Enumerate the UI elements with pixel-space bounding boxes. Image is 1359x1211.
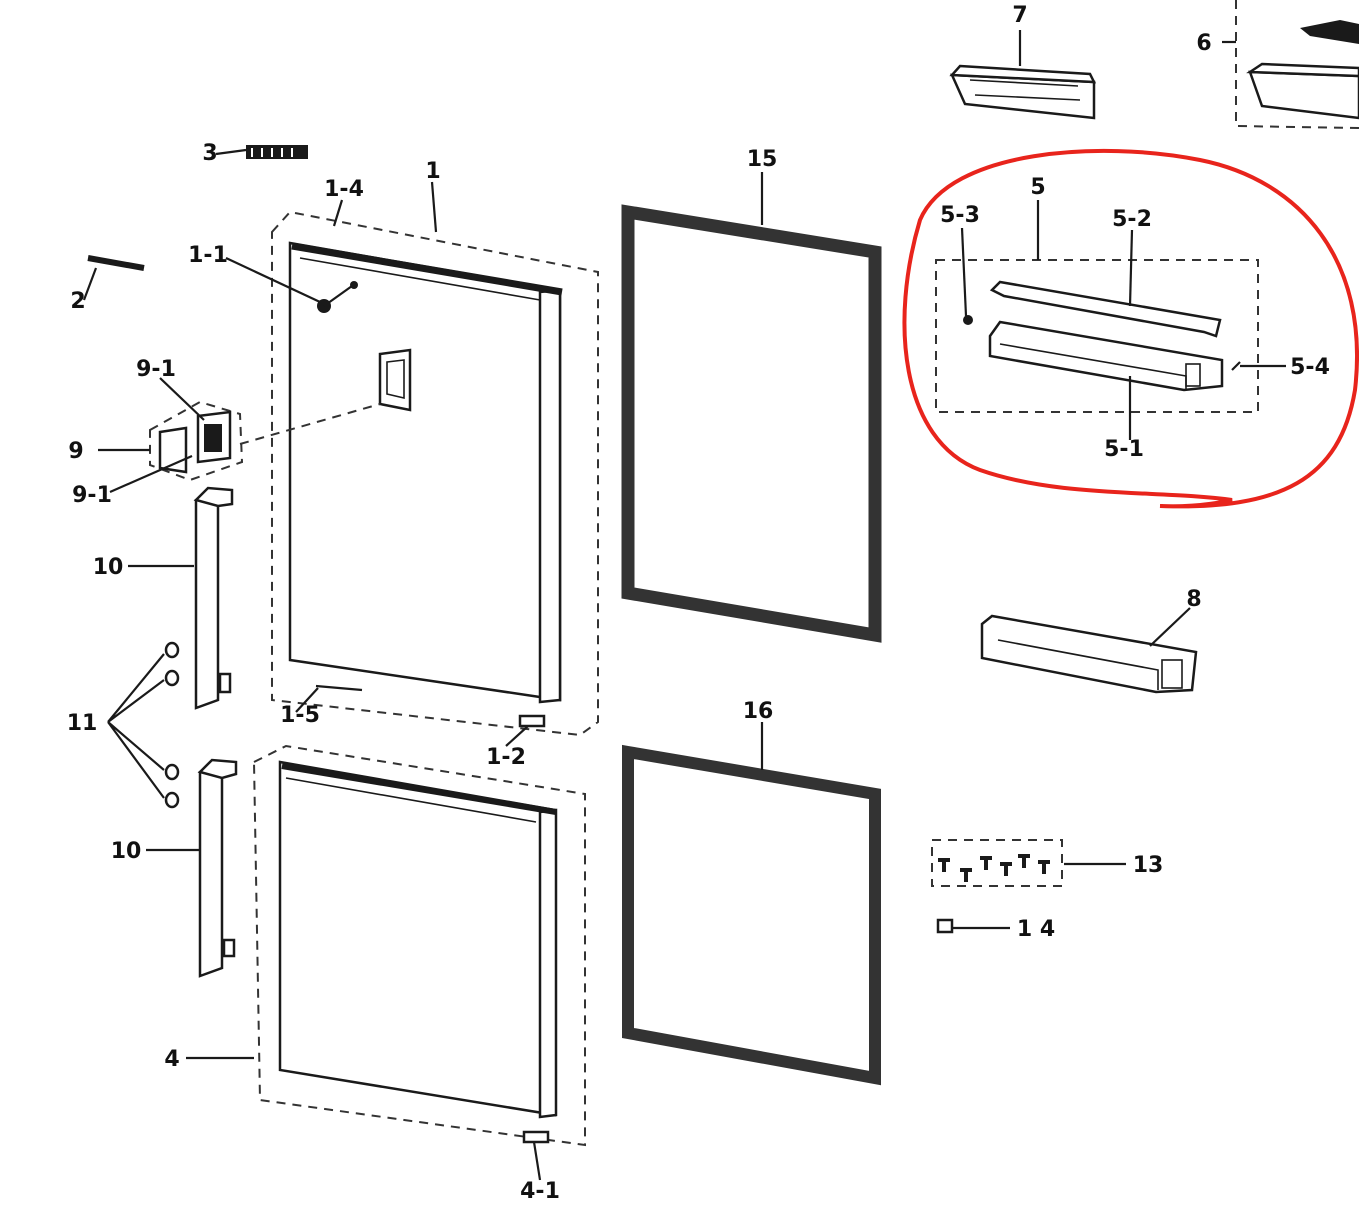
part-8-bin — [980, 614, 1198, 694]
label-5-4: 5-4 — [1290, 355, 1330, 380]
label-1-2: 1-2 — [486, 745, 526, 770]
label-5-3: 5-3 — [940, 203, 980, 228]
label-9-1-top: 9-1 — [136, 357, 176, 382]
part-9-dispenser-cover — [149, 400, 381, 482]
label-6: 6 — [1196, 31, 1211, 56]
label-10-lower: 10 — [111, 839, 142, 864]
label-4-1: 4-1 — [520, 1179, 560, 1204]
label-4: 4 — [164, 1047, 179, 1072]
label-11: 11 — [67, 711, 98, 736]
upper-handle — [193, 486, 234, 710]
label-9-1-bottom: 9-1 — [72, 483, 112, 508]
label-3: 3 — [202, 141, 217, 166]
part-14-clip — [936, 918, 954, 934]
part-13-screw-set — [931, 839, 1063, 887]
highlight-circle — [902, 148, 1359, 509]
part-3-bracket — [246, 145, 308, 159]
lower-door-gasket — [622, 744, 881, 1086]
label-1-4: 1-4 — [324, 177, 364, 202]
upper-door-assembly — [271, 210, 599, 737]
part-2-strip — [87, 255, 145, 271]
label-16: 16 — [743, 699, 774, 724]
label-15: 15 — [747, 147, 778, 172]
label-8: 8 — [1186, 587, 1201, 612]
callout-labels: 7 6 15 1 3 1-4 1-1 2 9-1 9 9-1 10 11 1-5… — [67, 3, 1330, 1204]
label-5-1: 5-1 — [1104, 437, 1144, 462]
label-2: 2 — [70, 289, 85, 314]
lower-handle — [197, 758, 238, 978]
label-7: 7 — [1012, 3, 1027, 28]
part-6-bin-assembly — [1235, 0, 1359, 129]
part-5-bin-assembly — [935, 259, 1259, 413]
label-9: 9 — [68, 439, 83, 464]
label-14: 1 4 — [1017, 917, 1055, 942]
leader-lines — [82, 30, 1286, 1181]
screws-11 — [107, 641, 180, 809]
label-5-2: 5-2 — [1112, 207, 1152, 232]
part-7-bin — [949, 64, 1097, 120]
label-5: 5 — [1030, 175, 1045, 200]
lower-door-assembly — [252, 744, 586, 1147]
upper-door-gasket — [621, 204, 882, 643]
label-1-1: 1-1 — [188, 243, 228, 268]
label-1-5: 1-5 — [280, 703, 320, 728]
label-10-upper: 10 — [93, 555, 124, 580]
label-1: 1 — [425, 159, 440, 184]
label-13: 13 — [1133, 853, 1164, 878]
